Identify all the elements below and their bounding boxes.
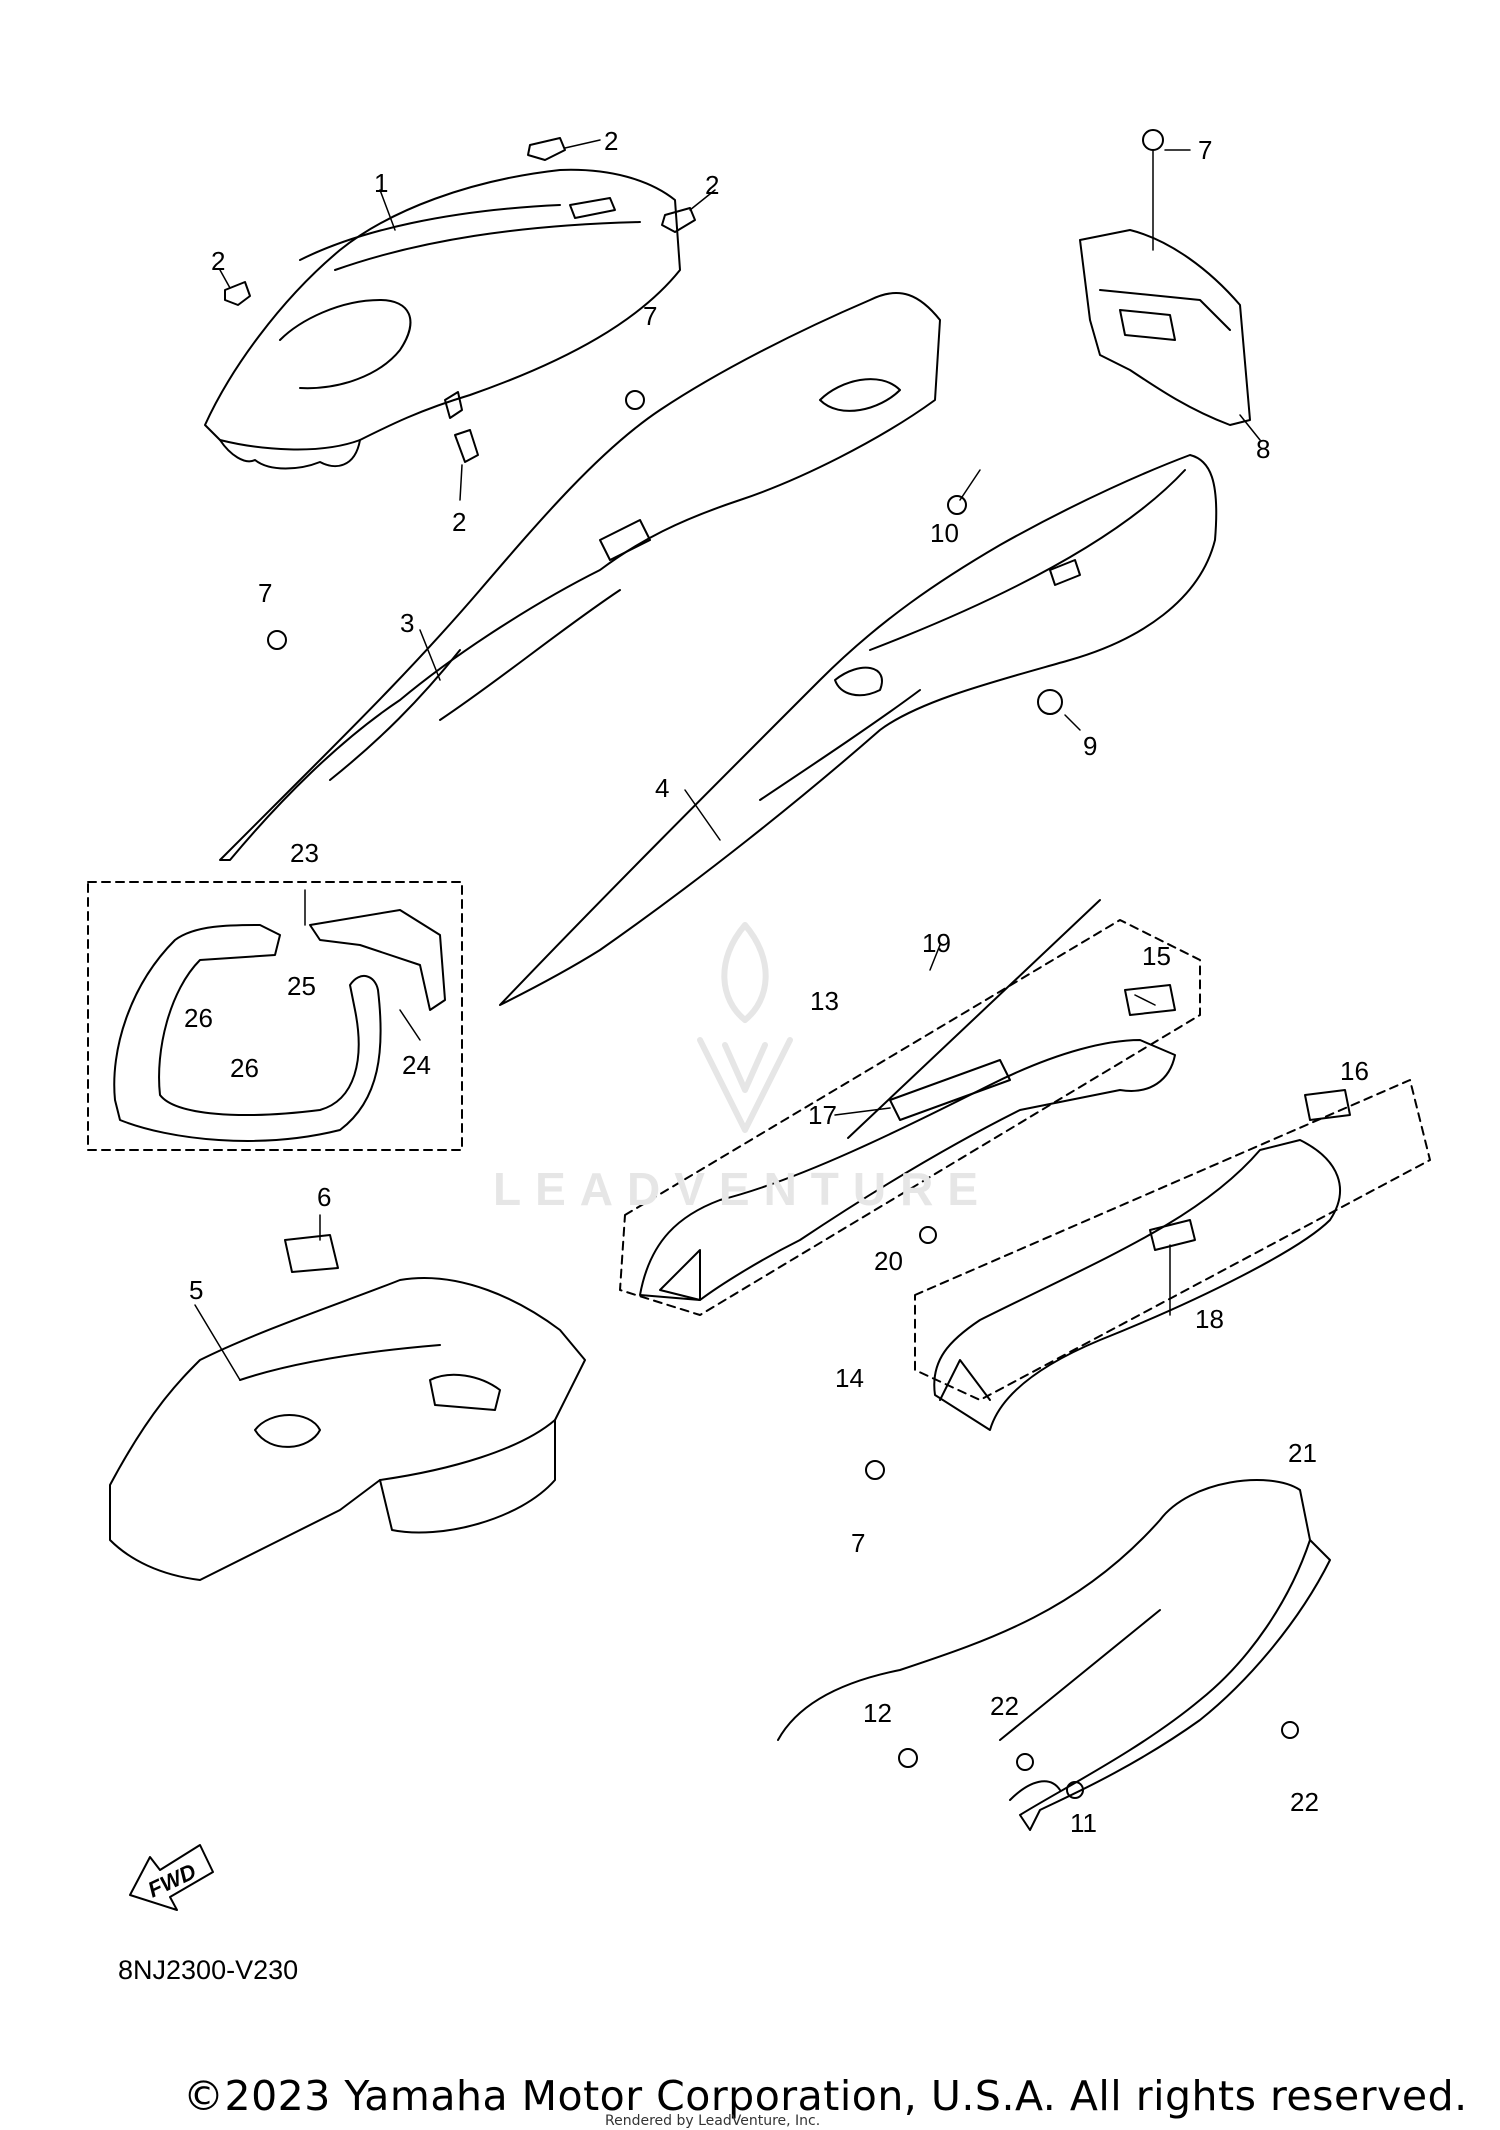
storage-tub-part-5 — [109, 1277, 586, 1581]
decal-part-16 — [1304, 1089, 1351, 1121]
grommet-part-9 — [1037, 689, 1063, 715]
callout-7: 7 — [258, 578, 273, 608]
callout-20: 20 — [874, 1246, 903, 1276]
rail-part-21 — [777, 1479, 1331, 1831]
callout-19: 19 — [922, 928, 951, 958]
callout-15: 15 — [1142, 941, 1171, 971]
screw-part-20 — [919, 1226, 937, 1244]
callout-7: 7 — [643, 301, 658, 331]
callout-2: 2 — [211, 246, 226, 276]
callout-12: 12 — [863, 1698, 892, 1728]
callout-21: 21 — [1288, 1438, 1317, 1468]
callout-6: 6 — [317, 1182, 332, 1212]
callout-9: 9 — [1083, 731, 1098, 761]
watermark-logo — [697, 922, 793, 1133]
callout-22: 22 — [1290, 1787, 1319, 1817]
rivet-parts-22-b — [1281, 1721, 1299, 1739]
grab-handle-assembly-23 — [87, 881, 463, 1151]
callout-24: 24 — [402, 1050, 431, 1080]
callout-23: 23 — [290, 838, 319, 868]
vent-part-18 — [1149, 1219, 1196, 1251]
fwd-arrow-icon — [129, 1844, 214, 1911]
screw-part-12 — [898, 1748, 918, 1768]
watermark-text: LEADVENTURE — [493, 1163, 993, 1215]
callout-2: 2 — [604, 126, 619, 156]
side-cover-part-4 — [499, 454, 1218, 1006]
callout-16: 16 — [1340, 1056, 1369, 1086]
callout-2: 2 — [452, 507, 467, 537]
decal-part-15 — [1124, 984, 1176, 1016]
clip-parts-2 — [224, 137, 696, 463]
callout-26: 26 — [184, 1003, 213, 1033]
side-cover-part-3 — [219, 291, 941, 861]
panel-part-13 — [619, 919, 1201, 1316]
decal-part-17 — [889, 1059, 1011, 1121]
callout-22: 22 — [990, 1691, 1019, 1721]
callout-3: 3 — [400, 608, 415, 638]
callout-11: 11 — [1070, 1808, 1097, 1838]
rivet-parts-22-a — [1066, 1781, 1084, 1799]
callout-13: 13 — [810, 986, 839, 1016]
callout-2: 2 — [705, 170, 720, 200]
callout-8: 8 — [1256, 434, 1271, 464]
callout-4: 4 — [655, 773, 670, 803]
callout-7: 7 — [1198, 135, 1213, 165]
callout-7: 7 — [851, 1528, 866, 1558]
strip-part-19 — [847, 899, 1101, 1139]
callout-26: 26 — [230, 1053, 259, 1083]
decal-part-6 — [284, 1234, 339, 1273]
leader-lines — [194, 139, 1261, 1381]
rendered-by-credit: Rendered by LeadVenture, Inc. — [605, 2113, 821, 2129]
callout-10: 10 — [930, 518, 959, 548]
callout-17: 17 — [808, 1100, 837, 1130]
callout-5: 5 — [189, 1275, 204, 1305]
nut-part-11 — [1016, 1753, 1034, 1771]
seat-cover-part-1 — [204, 168, 681, 470]
callout-25: 25 — [287, 971, 316, 1001]
screw-parts-7 — [267, 129, 1164, 1480]
callout-18: 18 — [1195, 1304, 1224, 1334]
screw-part-10 — [947, 495, 967, 515]
diagram-code: 8NJ2300-V230 — [118, 1955, 299, 1985]
callout-1: 1 — [374, 168, 389, 198]
panel-part-14 — [914, 1079, 1431, 1431]
copyright-notice: ©2023 Yamaha Motor Corporation, U.S.A. A… — [183, 2072, 1468, 2120]
rear-bracket-part-8 — [1079, 229, 1251, 426]
callout-14: 14 — [835, 1363, 864, 1393]
